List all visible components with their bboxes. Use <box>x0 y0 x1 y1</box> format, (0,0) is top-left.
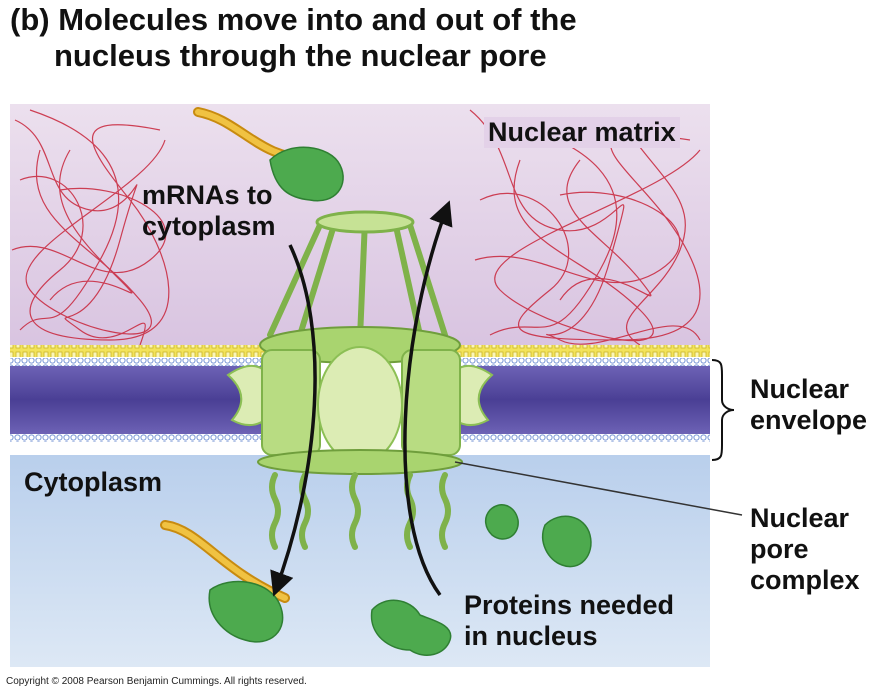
protein-mrna-bottom <box>208 580 284 643</box>
npc-leader-line <box>454 461 743 516</box>
envelope-label-line2: envelope <box>750 405 868 435</box>
mrnas-label-line2: cytoplasm <box>142 211 276 241</box>
nuclear-pore-complex-label: Nuclear pore complex <box>750 503 860 596</box>
cytoplasmic-filaments <box>269 472 451 550</box>
title-line-2: nucleus through the nuclear pore <box>54 38 547 73</box>
envelope-label-line1: Nuclear <box>750 374 850 404</box>
inner-membrane-left <box>10 358 268 366</box>
protein-2 <box>541 515 592 568</box>
cytoplasm-label: Cytoplasm <box>24 467 163 497</box>
pore-bottom-ring <box>257 449 463 475</box>
copyright-notice: Copyright © 2008 Pearson Benjamin Cummin… <box>6 676 307 687</box>
nuclear-envelope-label: Nuclear envelope <box>750 374 867 436</box>
chromatin-left <box>11 109 170 346</box>
inner-membrane-right <box>452 358 710 366</box>
mrnas-label-line1: mRNAs to <box>142 180 273 210</box>
nuclear-lamina-right <box>455 345 710 357</box>
figure-title: (b) Molecules move into and out of the n… <box>10 2 577 74</box>
central-transporter <box>317 346 403 464</box>
membrane-core-right <box>452 366 710 434</box>
protein-import-arrow <box>403 200 453 597</box>
proteins-label-line2: in nucleus <box>464 621 598 651</box>
nuclear-lamina-left <box>10 345 265 357</box>
mrna-export-arrow <box>270 244 317 597</box>
envelope-bracket <box>711 359 735 461</box>
protein-1 <box>484 504 519 540</box>
nuclear-matrix-label: Nuclear matrix <box>484 117 680 148</box>
outer-membrane-right <box>452 434 710 442</box>
proteins-label-line1: Proteins needed <box>464 590 675 620</box>
cytoplasm-region <box>10 455 710 667</box>
npc-label-line3: complex <box>750 565 860 595</box>
title-line-1: (b) Molecules move into and out of the <box>10 2 577 37</box>
membrane-core-left <box>10 366 268 434</box>
npc-label-line1: Nuclear <box>750 503 850 533</box>
protein-mrna-top <box>269 146 344 202</box>
protein-3 <box>370 599 452 656</box>
mrnas-label: mRNAs to cytoplasm <box>142 180 276 242</box>
npc-label-line2: pore <box>750 534 809 564</box>
proteins-label: Proteins needed in nucleus <box>464 590 674 652</box>
basket-ring <box>315 210 415 234</box>
outer-membrane-left <box>10 434 268 442</box>
